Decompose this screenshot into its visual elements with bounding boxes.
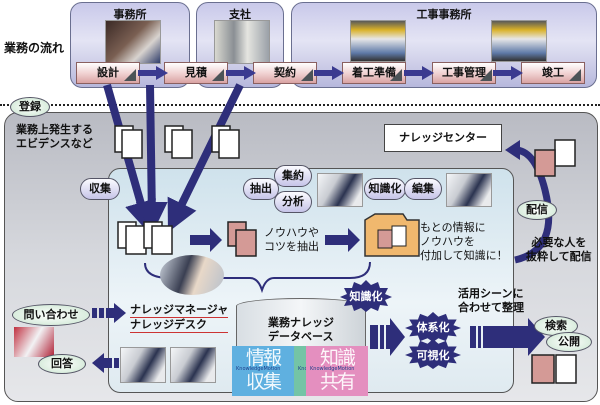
flow-arrow-icon [404,66,434,80]
flow-arrow-icon [138,66,168,80]
systematize-burst [405,312,461,342]
folder-icon [364,213,420,257]
answer-arrow-icon [92,353,104,373]
deliver-label: 配信 [517,200,557,220]
step-label: 設計 [97,66,119,79]
collect-arrow-icon [135,84,168,234]
separator-line [0,104,600,106]
location-title: 支社 [229,8,251,21]
step-preparation: 着工準備 [342,62,406,84]
location-title: 事務所 [113,8,147,21]
flow-arrow-icon [226,66,256,80]
branch-photo [214,20,270,64]
aggregate-label: 集約 [274,165,312,187]
step-construction-management: 工事管理 [432,62,496,84]
systematize-burst-label: 体系化 [416,321,450,334]
step-contract: 契約 [253,62,317,84]
step-design: 設計 [76,62,140,84]
usage-text: 活用シーンに合わせて整理 [458,287,524,314]
step-label: 契約 [274,66,296,79]
publish-label: 公開 [546,332,592,352]
knowledgize-burst [340,280,392,312]
page-corner-icon [124,69,136,81]
page-corner-icon [301,69,313,81]
site-photo [350,20,406,62]
brace-line [144,261,371,294]
evidence-text: 業務上発生するエビデンスなど [16,123,93,150]
inquiry-arrow-icon [114,303,126,323]
page-corner-icon [212,69,224,81]
flow-arrow-icon [314,66,344,80]
folder-text: もとの情報にノウハウを付加して知識に！ [420,221,508,262]
collect-label: 収集 [80,178,120,200]
step-label: 工事管理 [442,66,486,79]
site-photo [491,20,547,62]
deliver-arrow-icon [514,146,553,264]
knowledgize-burst-label: 知識化 [349,290,383,303]
knowledge-manager-text: ナレッジマネージャナレッジデスク [130,303,229,333]
answer-label: 回答 [38,354,86,374]
page-corner-icon [569,69,581,81]
step-label: 見積 [185,66,207,79]
edit-label: 編集 [404,178,442,200]
visualize-burst-label: 可視化 [416,349,450,362]
page-corner-icon [480,69,492,81]
knowhow-text: ノウハウやコツを抽出 [264,226,319,253]
deliver-text: 必要な人を抜粋して配信 [526,236,592,263]
visualize-burst [405,339,461,369]
worker-photo [446,173,492,207]
office-photo [105,20,161,64]
analyze-label: 分析 [274,191,312,213]
publish-arrow-icon [528,318,545,356]
register-label: 登録 [10,97,50,117]
worker-photo [170,347,216,383]
knowledge-center-title: ナレッジセンター [384,124,502,152]
business-flow-label: 業務の流れ [4,41,65,55]
document-icon [114,125,577,384]
location-title: 工事事務所 [416,8,472,21]
inquiry-label: 問い合わせ [12,304,90,326]
worker-photo [120,347,166,383]
database-label: 業務ナレッジデータベース [268,316,334,343]
page-corner-icon [390,69,402,81]
extract-arrow-icon [190,228,222,252]
knowhow-document-icon [227,149,556,384]
step-label: 竣工 [542,66,564,79]
knowledge-arrow-icon [325,228,360,252]
knowledgize-label: 知識化 [364,178,406,200]
collect-arrow-icon [167,83,244,233]
worker-photo [317,173,363,207]
systematize-arrow-icon [390,318,405,356]
step-label: 着工準備 [352,66,396,79]
step-completion: 竣工 [521,62,585,84]
flow-arrow-icon [493,66,523,80]
step-estimate: 見積 [164,62,228,84]
meeting-photo [160,255,224,295]
inquiry-photo [14,327,54,357]
extract-label: 抽出 [243,178,279,200]
